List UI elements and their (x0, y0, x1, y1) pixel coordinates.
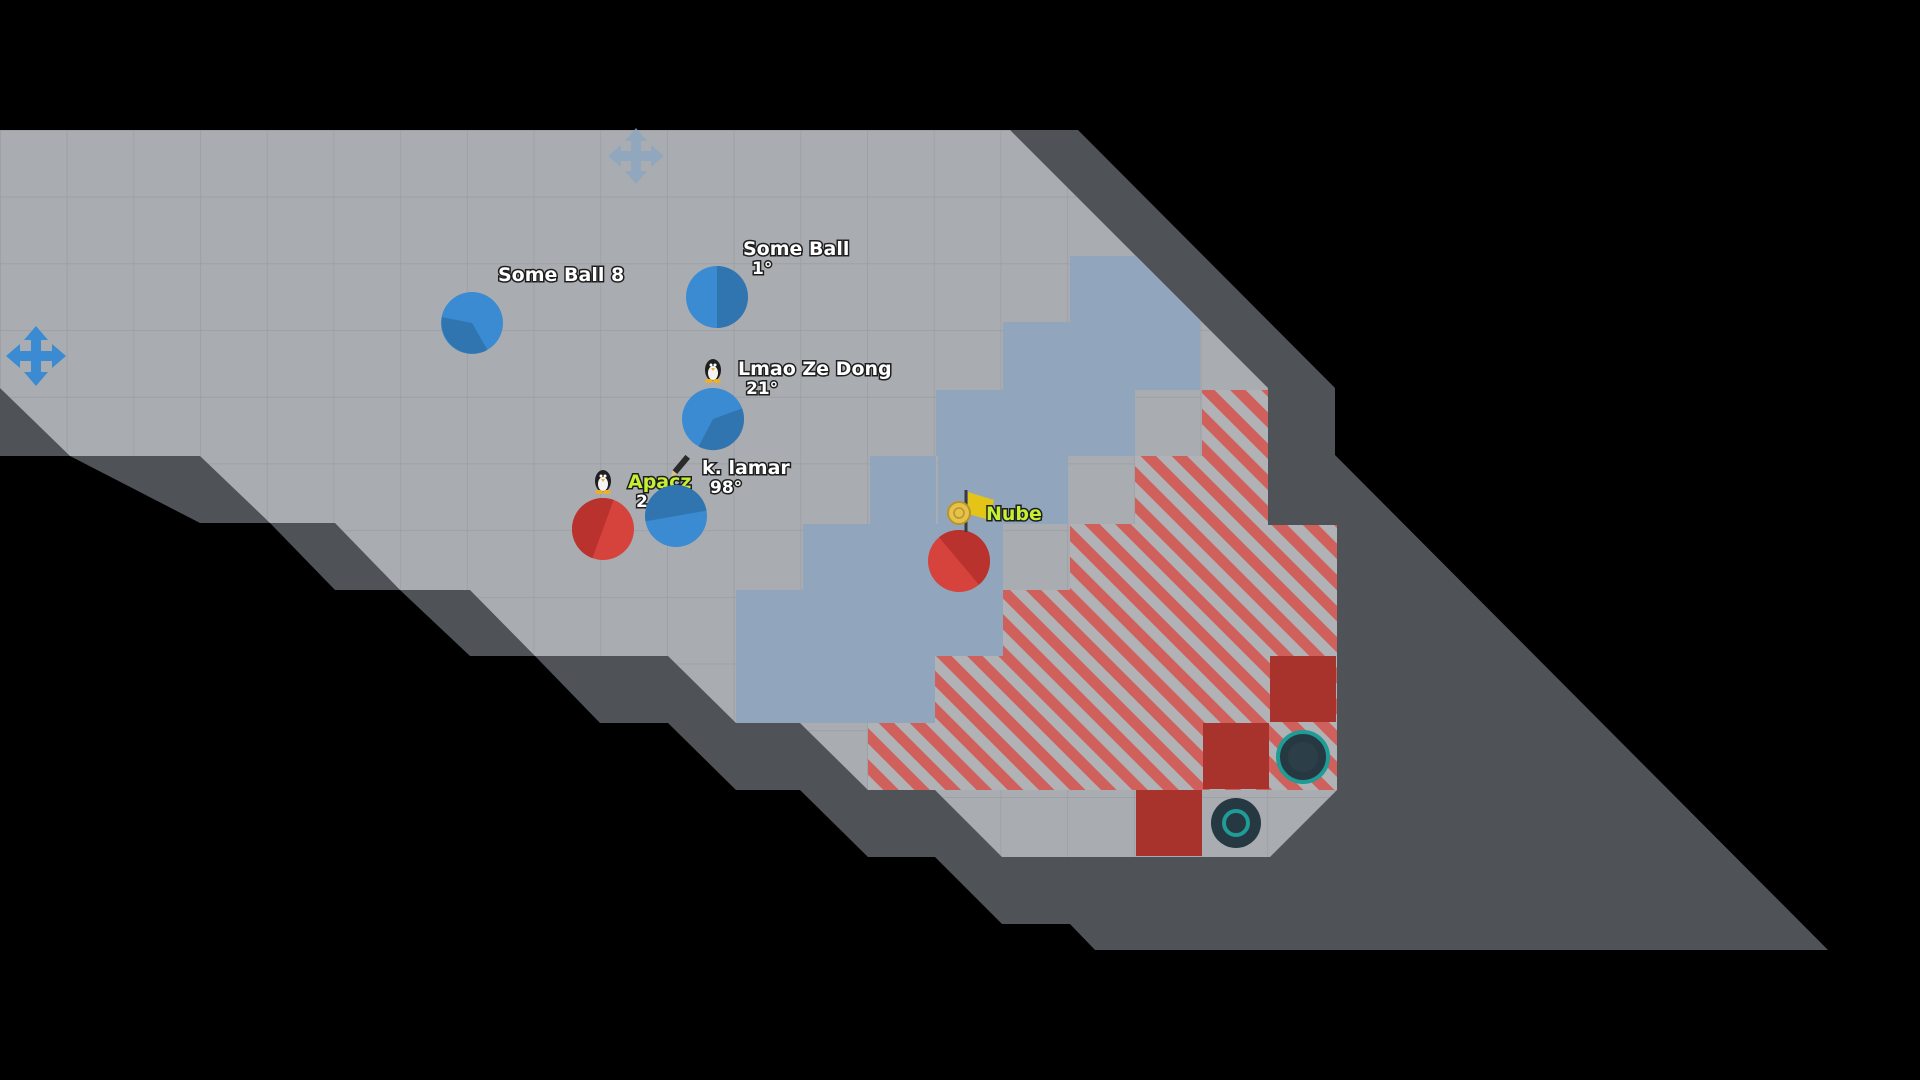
blue-team-zone (736, 256, 1200, 723)
blue-ball-player (682, 388, 744, 451)
blue-ball-player (645, 485, 707, 547)
portal (1211, 798, 1261, 848)
player-name: Lmao Ze Dong (738, 358, 892, 380)
pencil-icon (671, 454, 691, 477)
player-name: k. lamar (702, 457, 790, 479)
blue-ball-player (686, 266, 748, 328)
player-name: Some Ball 8 (498, 264, 624, 286)
speed-boost-icon (608, 128, 664, 184)
player-name: Some Ball (743, 238, 849, 260)
player-degrees: 21° (746, 379, 778, 399)
red-team-zone (868, 390, 1337, 790)
blue-ball-player (441, 292, 503, 354)
player-degrees: 98° (710, 478, 742, 498)
red-gate (1270, 656, 1336, 722)
player-degrees: 2 (636, 492, 648, 512)
portal (1276, 730, 1330, 784)
player-degrees: 1° (752, 259, 772, 279)
red-gate (1203, 723, 1269, 789)
red-ball-player (928, 530, 990, 592)
speed-boost-icon (6, 326, 66, 386)
penguin-icon (705, 359, 721, 383)
red-gate (1136, 790, 1202, 856)
penguin-icon (595, 470, 611, 494)
player-name: Nube (986, 503, 1042, 525)
coin-icon (947, 501, 971, 525)
red-ball-player (572, 498, 634, 560)
